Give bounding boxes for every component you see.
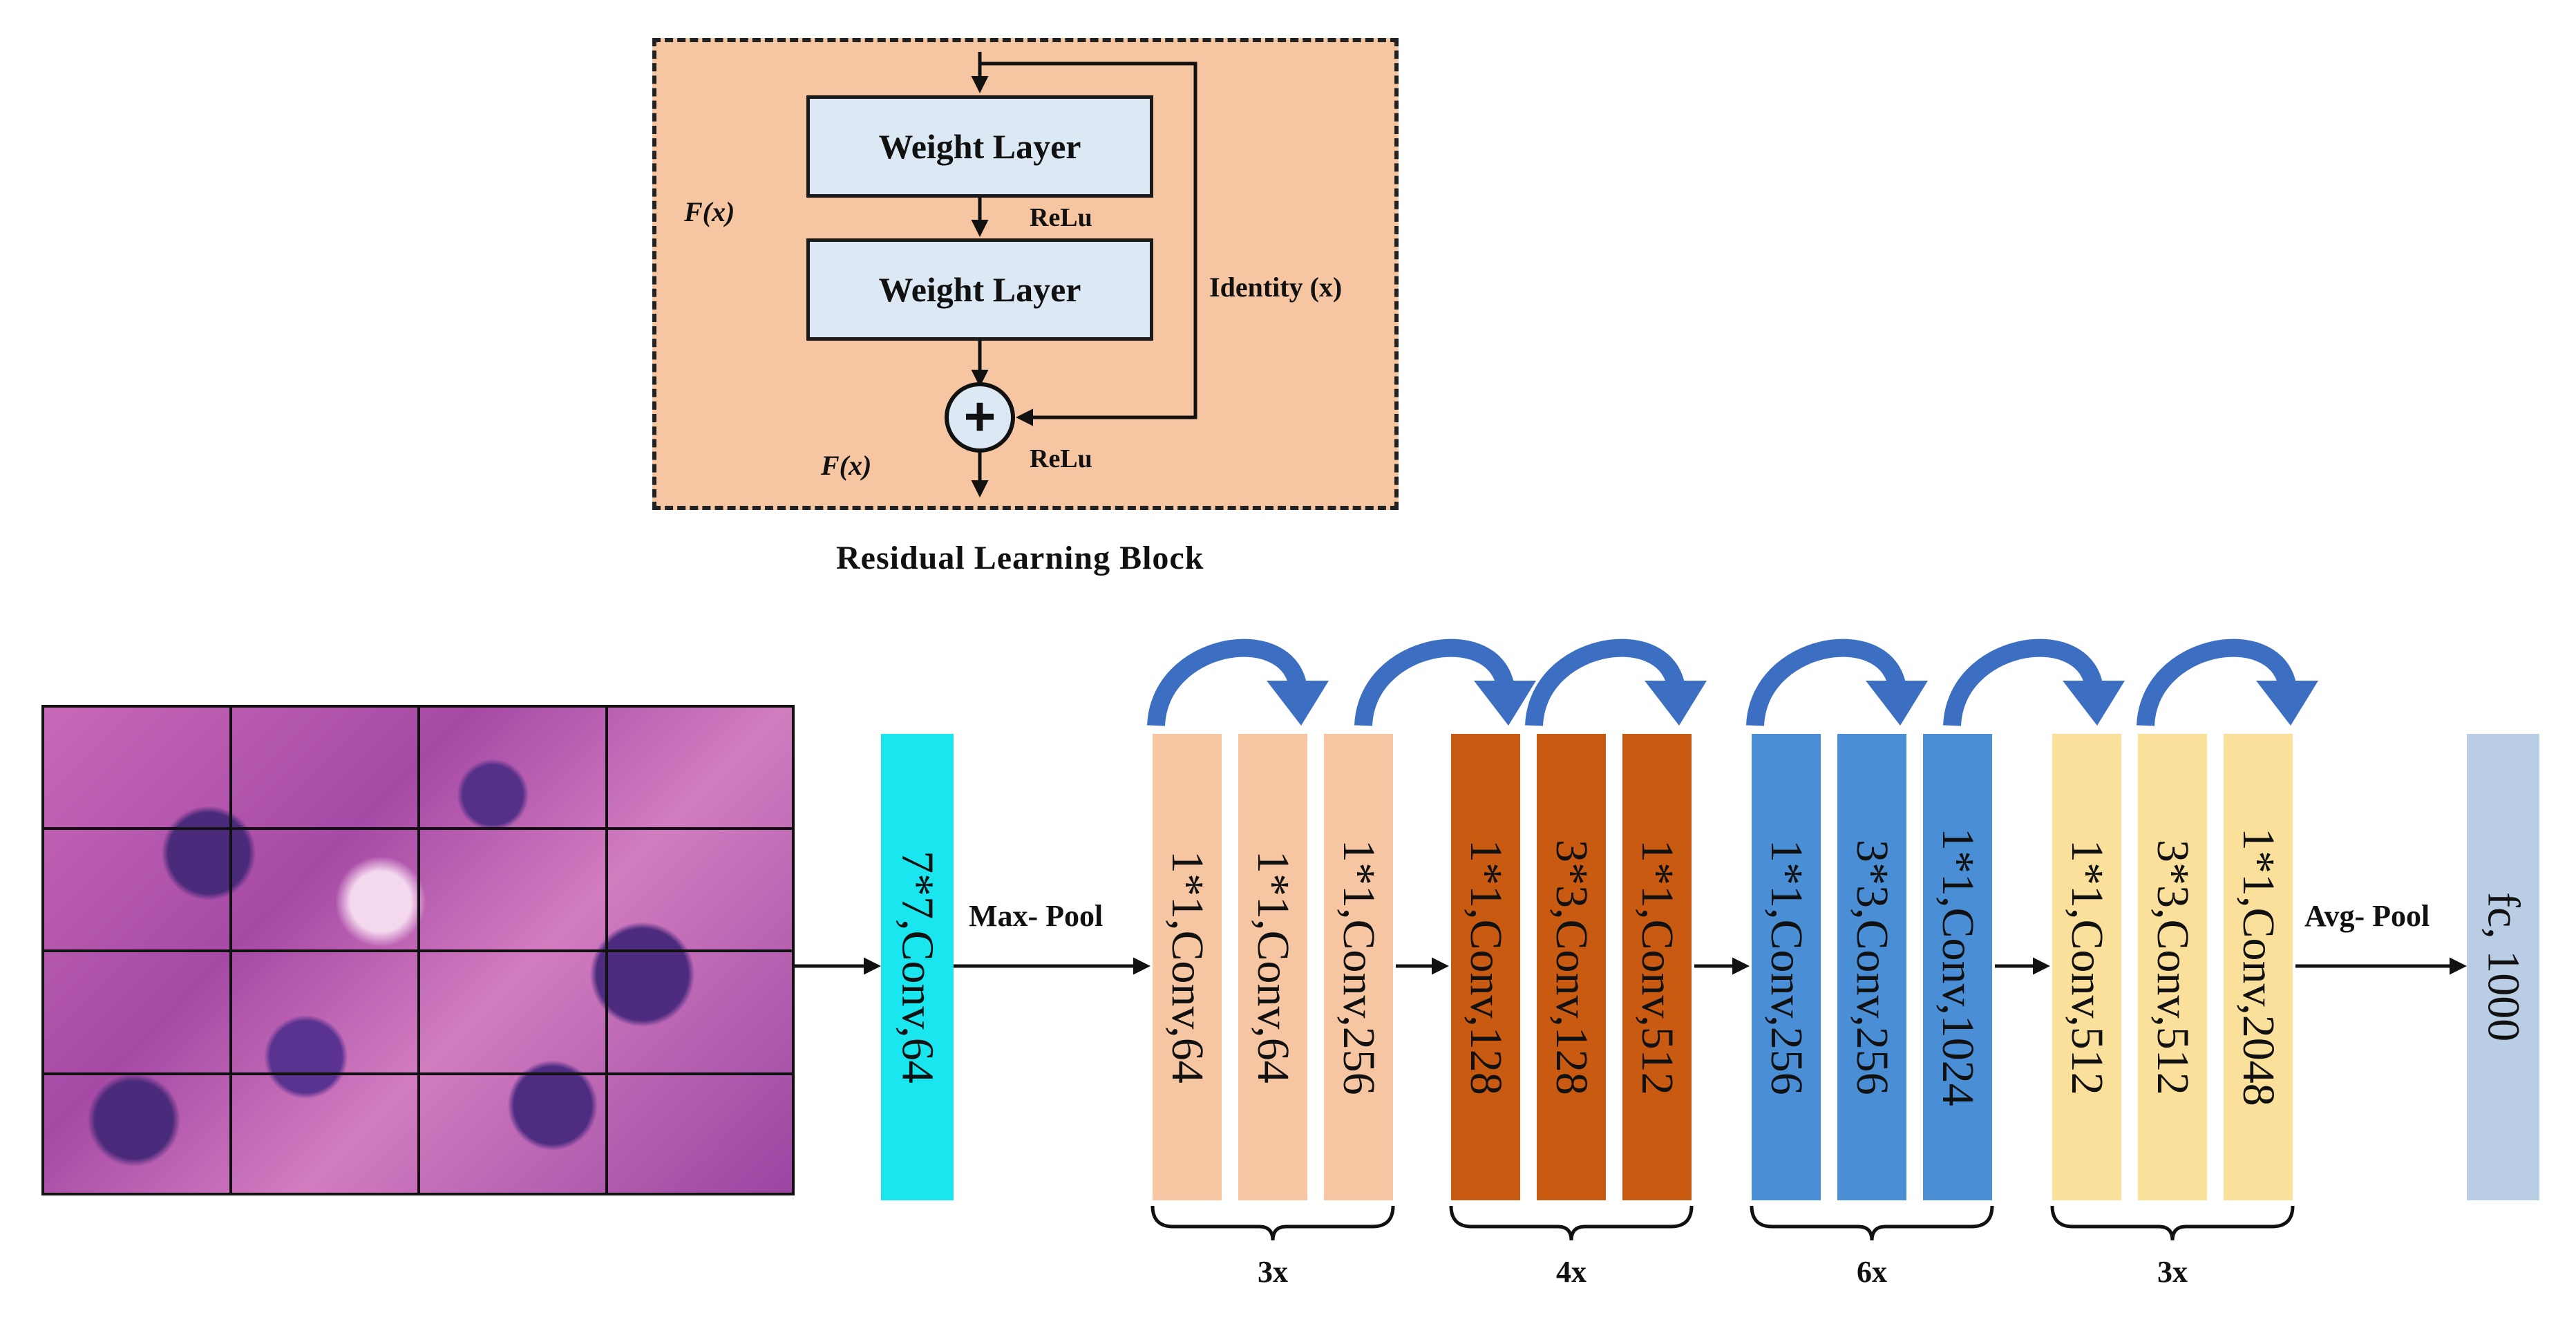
stage2-layer-1: 1*1,Conv,128 [1451,734,1520,1200]
residual-block-caption: Residual Learning Block [836,540,1204,576]
fx-label-1: F(x) [684,196,735,227]
stage4-layer-3: 1*1,Conv,2048 [2224,734,2293,1200]
stage4-repeat-label: 3x [2157,1255,2188,1289]
stage-braces [1150,1205,2295,1241]
add-plus-icon: + [964,386,996,447]
stage4-layer-3-label: 1*1,Conv,2048 [2233,828,2284,1106]
skip-arrow-2 [1354,639,1536,727]
fx-label-2: F(x) [821,450,872,481]
grid-line-h2 [44,949,792,952]
stage1-layer-1: 1*1,Conv,64 [1153,734,1222,1200]
stage3-layer-3: 1*1,Conv,1024 [1923,734,1992,1200]
identity-label: Identity (x) [1209,272,1343,303]
relu-label-1: ReLu [1030,203,1092,232]
stage3-layer-1: 1*1,Conv,256 [1752,734,1821,1200]
weight-layer-1: Weight Layer [806,95,1153,198]
stage3-layer-3-label: 1*1,Conv,1024 [1933,828,1983,1106]
stage1-repeat-label: 3x [1258,1255,1288,1289]
input-conv-layer: 7*7,Conv,64 [881,734,954,1200]
stage1-layer-2: 1*1,Conv,64 [1238,734,1307,1200]
grid-line-h3 [44,1072,792,1075]
fc-layer: fc, 1000 [2467,734,2539,1200]
relu-label-2: ReLu [1030,444,1092,473]
stage1-layer-1-label: 1*1,Conv,64 [1162,851,1213,1084]
stage3-brace [1750,1205,1994,1241]
add-node [945,382,1015,453]
stage2-layer-2: 3*3,Conv,128 [1537,734,1606,1200]
stage2-repeat-label: 4x [1556,1255,1587,1289]
stage4-layer-2-label: 3*3,Conv,512 [2148,839,2198,1095]
stage4-brace [2050,1205,2295,1241]
grid-line-h1 [44,827,792,830]
weight-layer-2: Weight Layer [806,238,1153,341]
skip-arrow-1 [1147,639,1329,727]
input-conv-label: 7*7,Conv,64 [892,851,943,1084]
input-histology-image [41,705,795,1195]
avg-pool-label: Avg- Pool [2304,899,2430,933]
stage3-layer-2-label: 3*3,Conv,256 [1847,839,1897,1095]
skip-arrow-6 [2137,639,2318,727]
skip-arrows [1147,639,2318,727]
max-pool-label: Max- Pool [969,899,1104,933]
stage3-layer-2: 3*3,Conv,256 [1837,734,1906,1200]
skip-arrow-3 [1525,639,1707,727]
skip-arrow-4 [1746,639,1928,727]
stage4-layer-1: 1*1,Conv,512 [2052,734,2121,1200]
stage2-layer-3-label: 1*1,Conv,512 [1632,839,1683,1095]
stage2-layer-1-label: 1*1,Conv,128 [1461,839,1511,1095]
stage1-layer-3: 1*1,Conv,256 [1324,734,1393,1200]
stage3-layer-1-label: 1*1,Conv,256 [1761,839,1812,1095]
stage1-layer-2-label: 1*1,Conv,64 [1248,851,1298,1084]
stage2-layer-2-label: 3*3,Conv,128 [1546,839,1597,1095]
stage4-layer-1-label: 1*1,Conv,512 [2062,839,2112,1095]
stage4-layer-2: 3*3,Conv,512 [2138,734,2207,1200]
skip-arrow-5 [1943,639,2125,727]
stage1-layer-3-label: 1*1,Conv,256 [1334,839,1384,1095]
stage3-repeat-label: 6x [1857,1255,1887,1289]
stage2-layer-3: 1*1,Conv,512 [1622,734,1692,1200]
stage1-brace [1150,1205,1395,1241]
identity-shortcut [980,62,1197,426]
stage2-brace [1449,1205,1694,1241]
fc-label: fc, 1000 [2478,892,2529,1042]
